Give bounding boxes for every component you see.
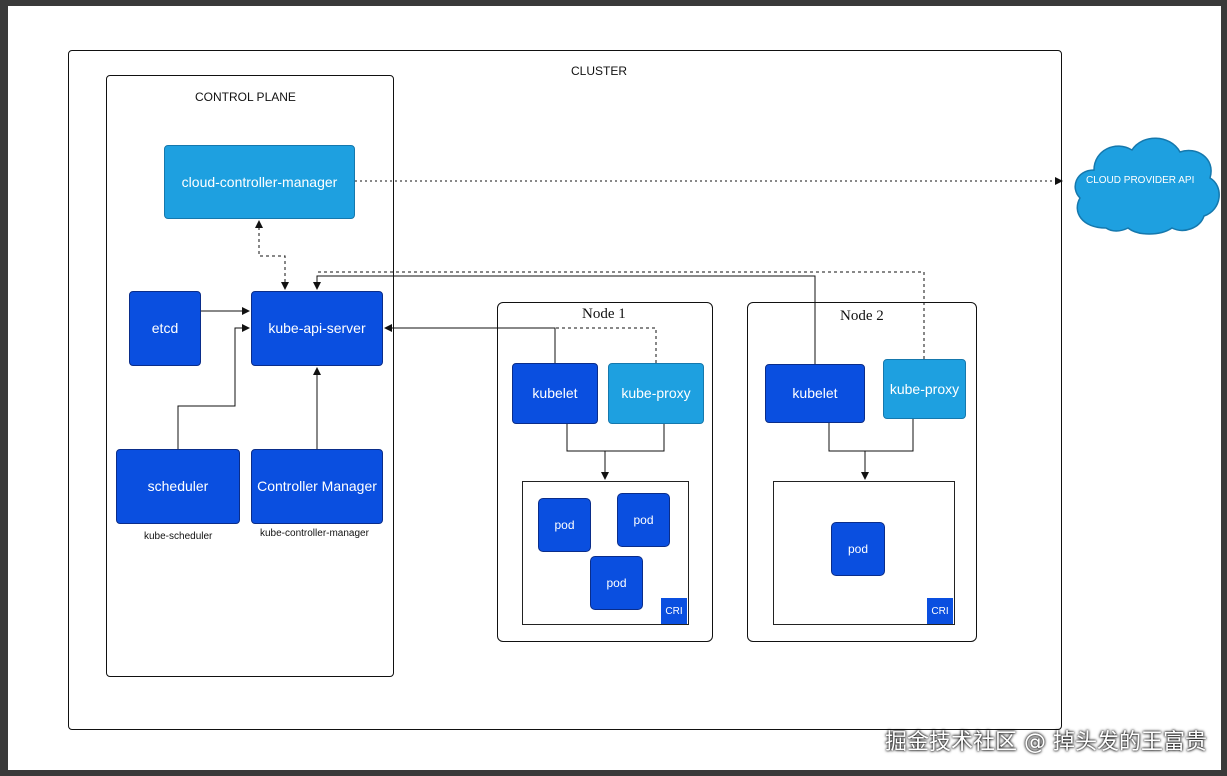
scheduler-box: scheduler	[116, 449, 240, 524]
node1-kube-proxy-box: kube-proxy	[608, 363, 704, 424]
cluster-label: CLUSTER	[571, 64, 628, 78]
node1-cri-badge: CRI	[661, 598, 687, 624]
node1-pod-1: pod	[538, 498, 591, 552]
controller-manager-box: Controller Manager	[251, 449, 383, 524]
node2-kubelet-box: kubelet	[765, 364, 865, 423]
node2-title: Node 2	[840, 308, 884, 324]
cloud-controller-manager-box: cloud-controller-manager	[164, 145, 355, 219]
kube-api-server-box: kube-api-server	[251, 291, 383, 366]
cloud-provider-label: CLOUD PROVIDER API	[1086, 175, 1195, 186]
etcd-box: etcd	[129, 291, 201, 366]
node1-pod-3: pod	[590, 556, 643, 610]
control-plane-label: CONTROL PLANE	[195, 90, 296, 104]
scheduler-caption: kube-scheduler	[144, 531, 213, 542]
controller-manager-caption: kube-controller-manager	[260, 528, 369, 539]
node2-kube-proxy-box: kube-proxy	[883, 359, 966, 419]
cloud-provider-shape	[1074, 137, 1220, 235]
node1-kubelet-box: kubelet	[512, 363, 598, 424]
watermark-text: 掘金技术社区 @ 掉头发的王富贵	[885, 730, 1207, 755]
node1-pod-2: pod	[617, 493, 670, 547]
node1-title: Node 1	[582, 306, 626, 322]
node2-pod-1: pod	[831, 522, 885, 576]
node2-cri-badge: CRI	[927, 598, 953, 624]
